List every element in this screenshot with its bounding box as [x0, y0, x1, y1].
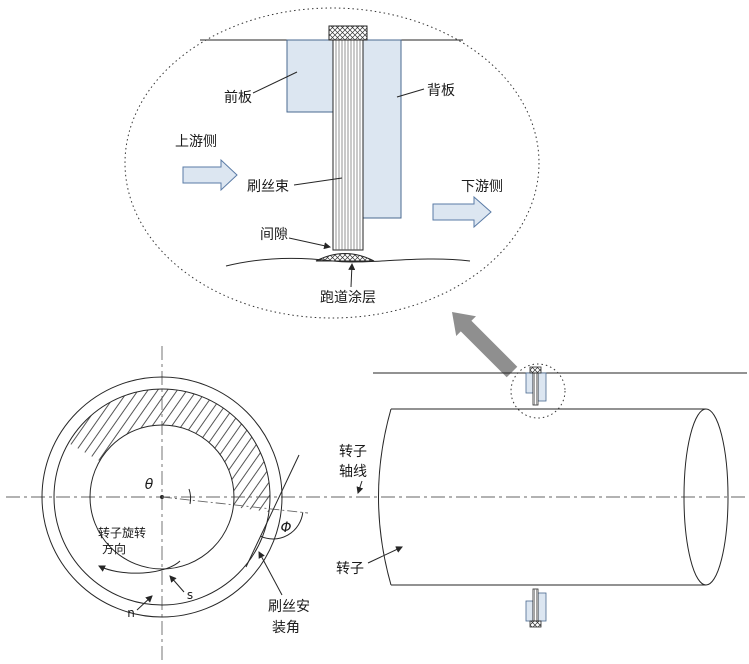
clearance-label: 间隙	[260, 227, 288, 243]
rotor-axis-label-line2: 轴线	[339, 464, 367, 480]
downstream-flow-arrow	[432, 195, 492, 229]
rotor-axis-label-line1: 转子	[339, 444, 367, 460]
side-view: 转子 轴线 转子	[336, 363, 747, 628]
mini-front-plate-bottom	[525, 600, 534, 622]
seal-top-mini	[510, 363, 566, 419]
rotor-axis-leader	[356, 480, 364, 494]
rotation-arrow-arc	[98, 560, 181, 574]
phi-angle-arc	[259, 512, 304, 540]
rotor-leader	[367, 546, 403, 564]
theta-angle-arc	[188, 488, 192, 505]
upstream-label: 上游侧	[175, 134, 217, 150]
housing-outer-circle	[41, 376, 283, 618]
rotor-left-cap	[378, 408, 392, 586]
rotation-direction-label-line1: 转子旋转	[98, 525, 146, 540]
upstream-flow-arrow	[182, 158, 238, 192]
phi-label: Φ	[280, 520, 291, 536]
install-angle-label-line2: 装角	[272, 620, 300, 636]
downstream-label: 下游侧	[461, 179, 503, 195]
front-plate-leader	[252, 71, 298, 94]
mini-front-plate-top	[525, 372, 534, 394]
bristle-bundle-leader	[293, 177, 343, 186]
seal-bottom-mini	[525, 588, 547, 628]
mini-bristle-wires-top	[534, 373, 537, 405]
rotor-circle	[89, 424, 235, 570]
mini-bristles-top	[532, 372, 539, 406]
mini-back-plate-top	[537, 372, 547, 402]
bristle-bundle-label: 刷丝束	[247, 179, 289, 195]
clearance-leader	[288, 237, 332, 250]
mini-back-plate-bottom	[537, 592, 547, 622]
radial-dashdot-line	[161, 496, 309, 514]
bristle-hatch-band	[68, 389, 270, 512]
n-leader	[136, 595, 153, 611]
zoom-callout-arrow	[452, 312, 518, 378]
runway-coating-shape	[315, 253, 375, 262]
rotation-direction-label-line2: 方向	[102, 541, 126, 556]
front-view: θ 转子旋转 方向 Φ s n 刷丝安 装角	[6, 346, 746, 660]
install-angle-leader	[258, 551, 283, 596]
seal-callout-circle	[510, 363, 566, 419]
install-angle-label-line1: 刷丝安	[268, 599, 310, 615]
mini-bristles-bottom	[532, 588, 539, 622]
bristle-pack-wires	[335, 40, 361, 250]
detail-callout-ellipse	[124, 7, 540, 319]
bristle-angle-line	[245, 454, 300, 568]
coating-leader	[348, 262, 356, 288]
rotor-right-cap	[683, 408, 729, 586]
mini-bristle-wires-bottom	[534, 589, 537, 621]
front-plate-shape	[286, 39, 334, 113]
s-leader	[169, 575, 185, 593]
detail-view: 前板 背板 上游侧 刷丝束 下游侧 间隙 跑道涂层	[124, 7, 540, 319]
housing-inner-circle	[53, 388, 271, 606]
n-label: n	[127, 606, 135, 620]
s-label: s	[187, 588, 193, 602]
coating-label: 跑道涂层	[320, 290, 376, 306]
mini-weld-top	[529, 366, 542, 374]
back-plate-leader	[396, 88, 425, 98]
rotor-label: 转子	[336, 561, 364, 577]
weld-crosshatch	[328, 25, 368, 41]
mini-weld-bottom	[529, 620, 542, 628]
back-plate-label: 背板	[427, 83, 455, 99]
back-plate-shape	[362, 39, 402, 219]
front-plate-label: 前板	[224, 89, 252, 106]
theta-label: θ	[145, 477, 154, 493]
